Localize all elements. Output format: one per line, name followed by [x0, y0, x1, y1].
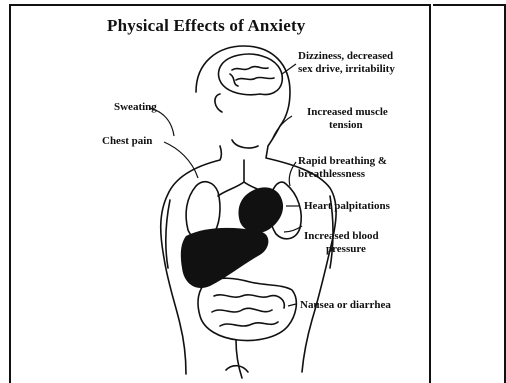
label-muscle-line1: Increased muscle	[307, 106, 388, 119]
label-muscle: Increased muscle tension	[307, 106, 388, 132]
label-chest-pain: Chest pain	[102, 135, 152, 148]
label-sweating: Sweating	[114, 101, 157, 114]
label-muscle-line2: tension	[307, 119, 388, 132]
leader-nausea	[288, 304, 296, 306]
label-dizziness: Dizziness, decreased sex drive, irritabi…	[298, 50, 395, 76]
heart-shape	[238, 187, 283, 232]
leader-dizziness	[282, 64, 296, 74]
brain-outline	[219, 54, 283, 95]
label-dizziness-line1: Dizziness, decreased	[298, 50, 395, 63]
intestines	[198, 278, 296, 340]
label-breathing: Rapid breathing & breathlessness	[298, 155, 387, 181]
label-dizziness-line2: sex drive, irritability	[298, 63, 395, 76]
label-nausea: Nausea or diarrhea	[300, 299, 391, 312]
label-blood-pressure: Increased blood pressure	[304, 230, 379, 256]
leader-chest-pain	[164, 142, 198, 178]
liver-shape	[181, 228, 269, 288]
label-heart: Heart palpitations	[304, 200, 390, 213]
label-blood-pressure-line2: pressure	[304, 243, 379, 256]
label-breathing-line2: breathlessness	[298, 168, 387, 181]
label-breathing-line1: Rapid breathing &	[298, 155, 387, 168]
label-blood-pressure-line1: Increased blood	[304, 230, 379, 243]
